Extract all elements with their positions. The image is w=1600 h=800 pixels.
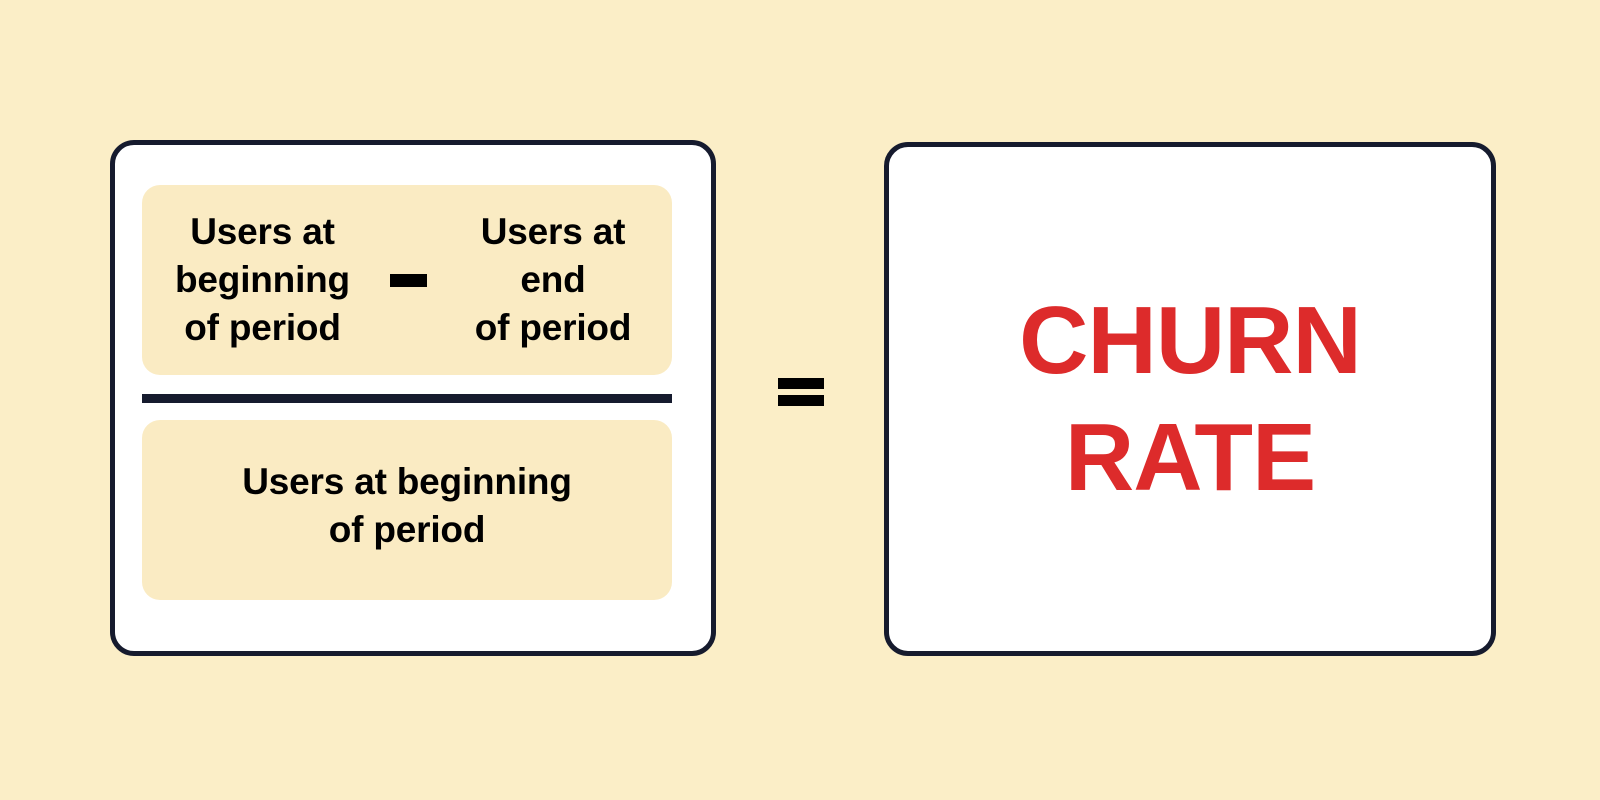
equals-bar-top (778, 378, 824, 389)
minus-icon (390, 273, 427, 287)
equals-bar-bottom (778, 395, 824, 406)
fraction-bar (142, 394, 672, 403)
equals-sign-icon (778, 378, 824, 406)
